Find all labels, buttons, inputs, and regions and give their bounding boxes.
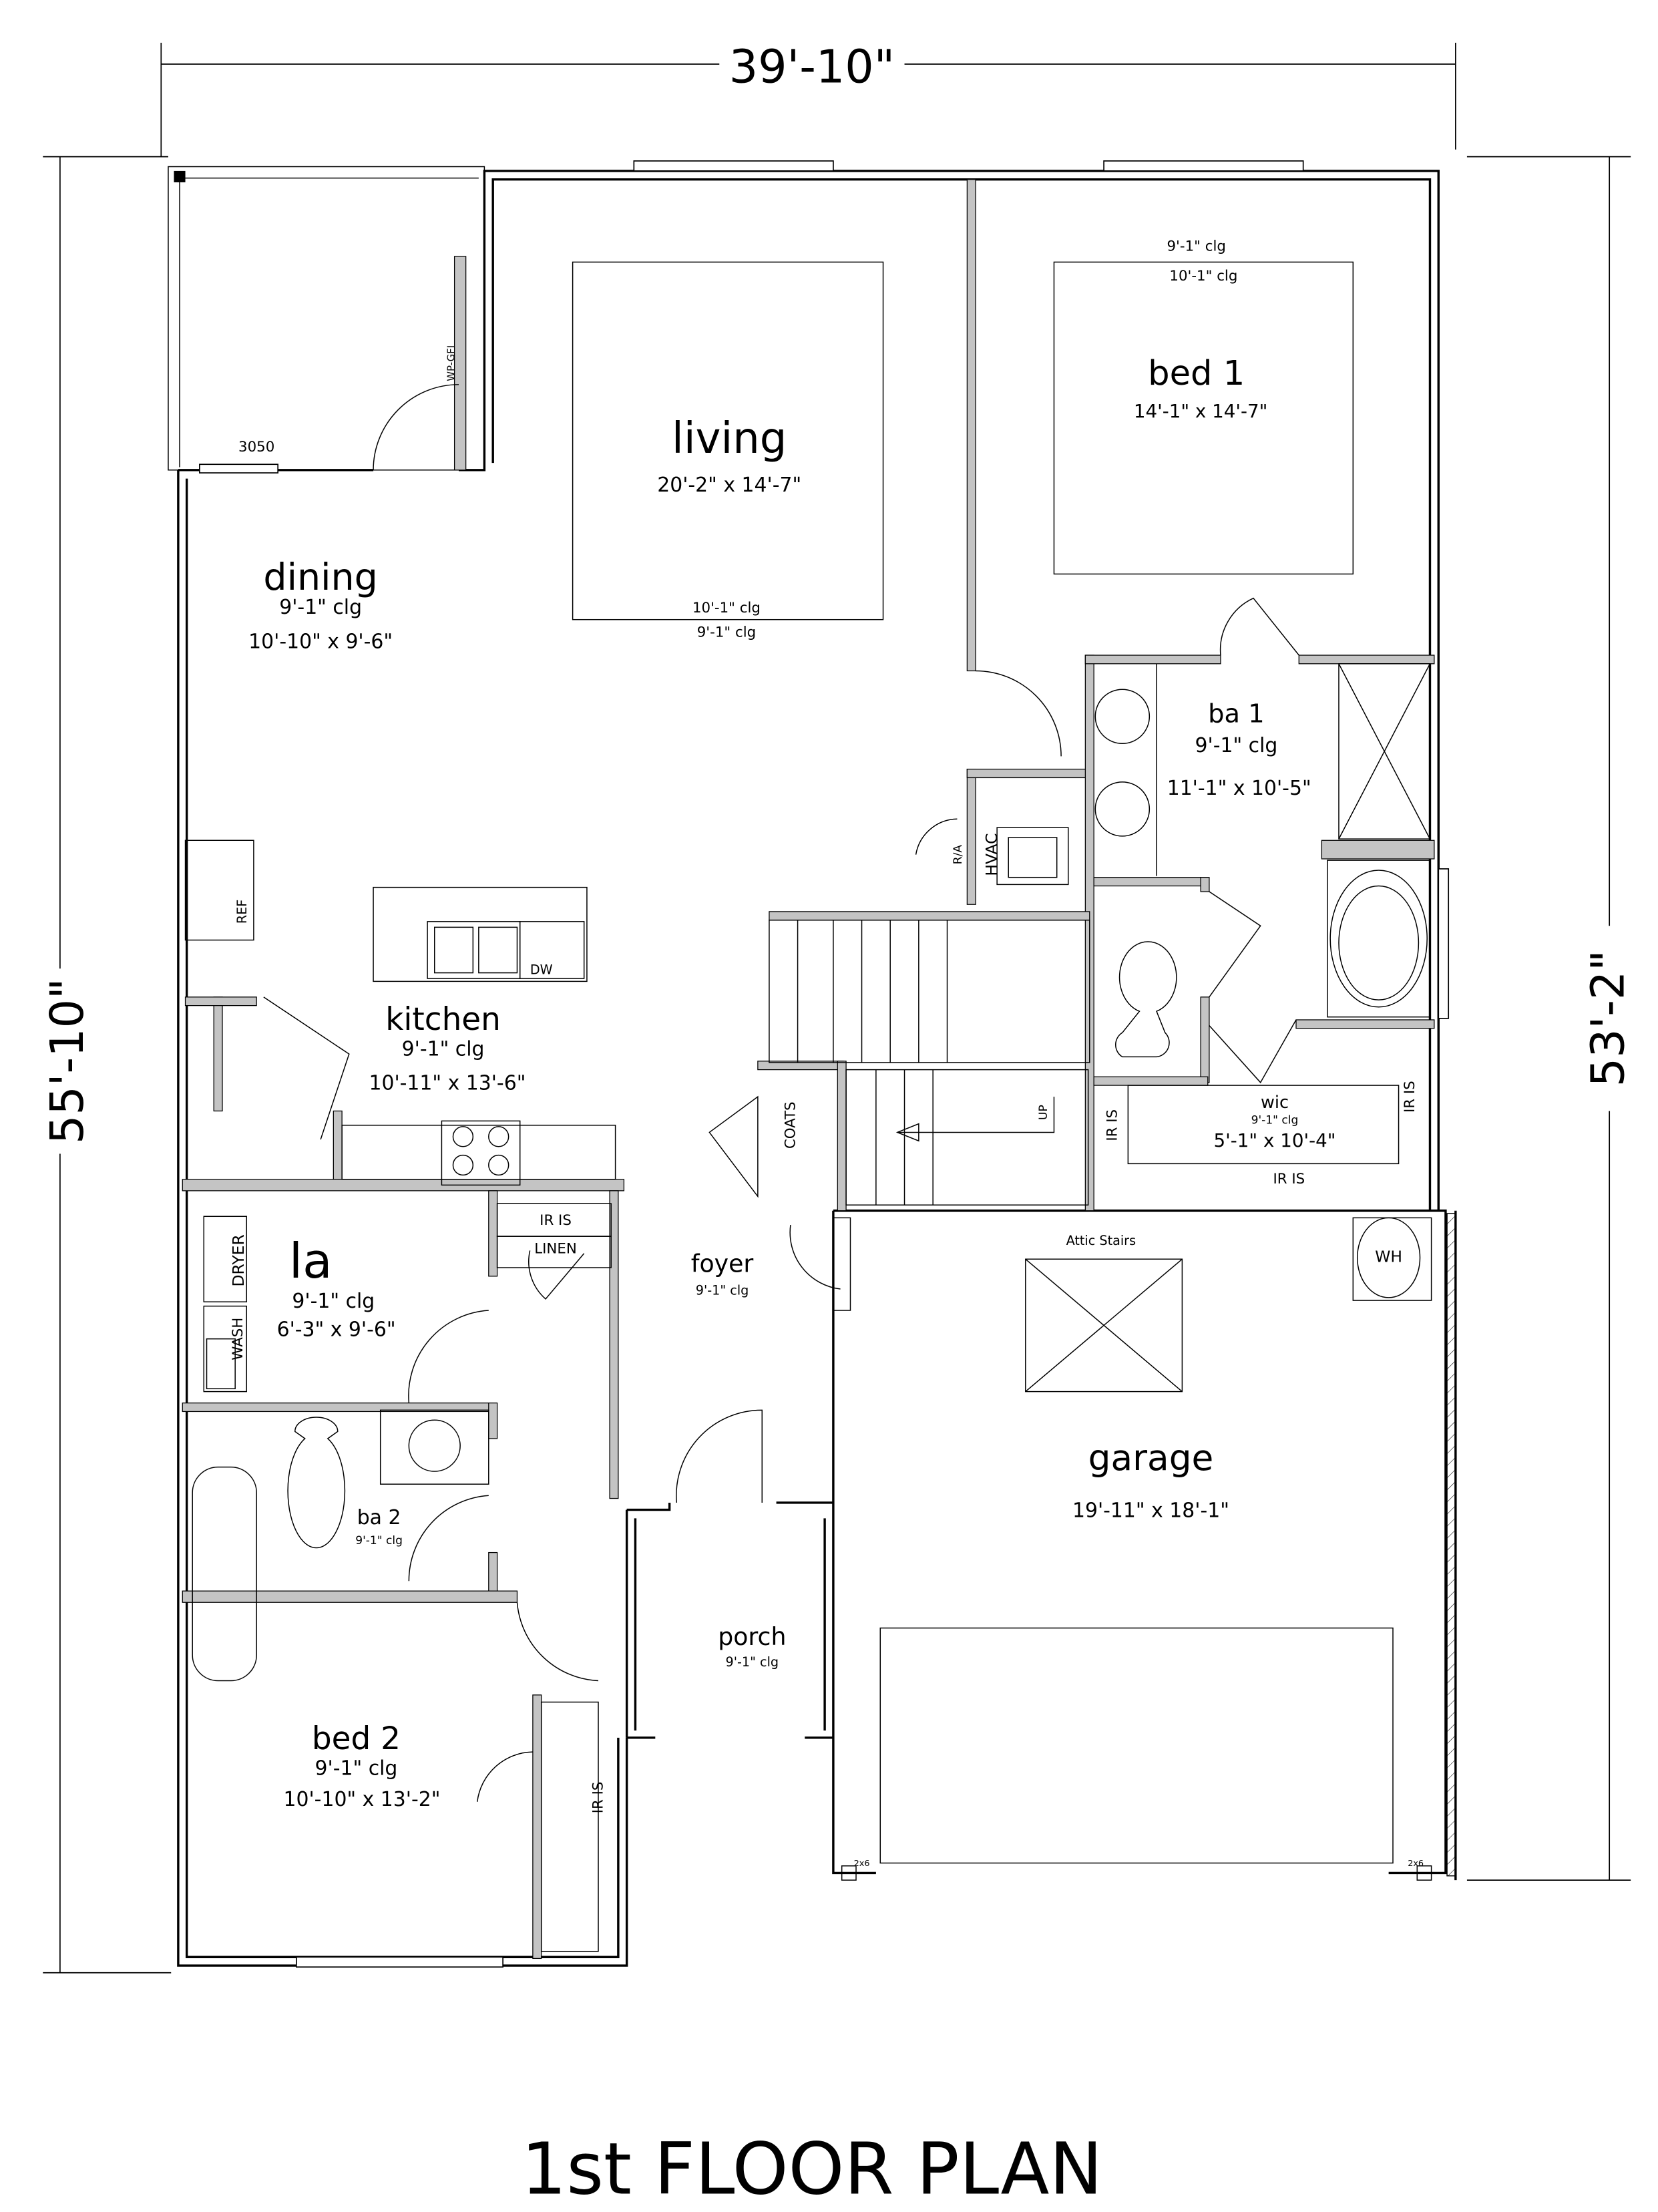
interior-walls <box>182 179 1435 1960</box>
outlet-label: WP-GFI <box>445 345 457 381</box>
overall-width-label: 39'-10" <box>729 41 895 94</box>
room-ceiling: 9'-1" clg <box>697 624 756 640</box>
dimension-left: 55'-10" <box>41 156 172 1974</box>
room-name: ba 1 <box>1208 699 1265 729</box>
room-name: foyer <box>691 1249 754 1278</box>
living-tray-ceiling <box>572 261 884 620</box>
laundry-bath2-fixtures <box>192 1203 612 1952</box>
garage-fixtures <box>833 1217 1432 1864</box>
overall-depth-right-label: 53'-2" <box>1583 950 1635 1087</box>
room-living: living 20'-2" x 14'-7" 10'-1" clg 9'-1" … <box>657 414 801 640</box>
hvac-label: HVAC <box>982 834 1001 876</box>
room-size: 11'-1" x 10'-5" <box>1167 777 1311 800</box>
room-name: wic <box>1261 1093 1289 1113</box>
room-garage: garage 19'-11" x 18'-1" <box>1072 1437 1229 1522</box>
dimension-right: 53'-2" <box>1466 156 1635 1881</box>
bed1-tray-ceiling <box>1053 261 1354 575</box>
room-laundry: la 9'-1" clg 6'-3" x 9'-6" <box>277 1234 396 1341</box>
attic-stairs-label: Attic Stairs <box>1066 1233 1136 1248</box>
room-ceiling-tray: 10'-1" clg <box>1169 268 1237 285</box>
room-ceiling: 9'-1" clg <box>1167 238 1226 254</box>
room-name: bed 2 <box>312 1720 401 1757</box>
room-name: dining <box>263 556 377 599</box>
overall-depth-left-label: 55'-10" <box>41 978 94 1144</box>
annotations: 3050 WP-GFI HVAC R/A IR IS IR IS IR IS R… <box>229 345 1424 1869</box>
room-foyer: foyer 9'-1" clg <box>691 1249 754 1298</box>
room-size: 5'-1" x 10'-4" <box>1214 1129 1336 1151</box>
room-ceiling: 9'-1" clg <box>315 1757 398 1780</box>
bath1-fixtures <box>996 663 1431 1165</box>
post-label: 2x6 <box>854 1859 870 1869</box>
room-ceiling: 9'-1" clg <box>696 1283 749 1298</box>
room-size: 19'-11" x 18'-1" <box>1072 1499 1229 1522</box>
dishwasher-label: DW <box>530 962 553 978</box>
room-ceiling: 9'-1" clg <box>402 1037 485 1061</box>
plan-title: 1st FLOOR PLAN <box>522 2128 1103 2211</box>
exterior-walls <box>177 160 1457 1968</box>
up-label: UP <box>1037 1105 1050 1120</box>
dryer-label: DRYER <box>229 1234 248 1286</box>
linen-label: LINEN <box>534 1241 577 1258</box>
room-ceiling: 9'-1" clg <box>279 596 362 619</box>
room-name: ba 2 <box>357 1506 401 1529</box>
room-bed1: 9'-1" clg 10'-1" clg bed 1 14'-1" x 14'-… <box>1134 238 1268 422</box>
room-ba2: ba 2 9'-1" clg <box>355 1506 403 1547</box>
shelf-label: IR IS <box>540 1212 572 1229</box>
doors <box>263 384 1299 1802</box>
room-name: kitchen <box>385 1001 501 1038</box>
coats-closet-label: COATS <box>782 1101 799 1149</box>
water-heater-label: WH <box>1375 1248 1402 1266</box>
post-label: 2x6 <box>1408 1859 1424 1869</box>
room-name: living <box>672 414 787 464</box>
shelf-label: IR IS <box>590 1782 606 1814</box>
room-size: 10'-11" x 13'-6" <box>369 1071 526 1095</box>
room-bed2: bed 2 9'-1" clg 10'-10" x 13'-2" <box>284 1720 441 1811</box>
room-name: la <box>289 1234 333 1290</box>
room-name: bed 1 <box>1148 353 1245 393</box>
refrigerator-label: REF <box>234 900 250 924</box>
room-ceiling-tray: 10'-1" clg <box>692 600 761 616</box>
washer-label: WASH <box>230 1318 246 1360</box>
shelf-label: IR IS <box>1104 1109 1120 1141</box>
room-wic: wic 9'-1" clg 5'-1" x 10'-4" <box>1214 1093 1336 1151</box>
patio <box>168 166 485 471</box>
room-porch: porch 9'-1" clg <box>718 1622 786 1670</box>
window-label: 3050 <box>238 439 274 455</box>
shelf-label: IR IS <box>1273 1171 1305 1187</box>
room-ceiling: 9'-1" clg <box>1195 734 1278 757</box>
room-ceiling: 9'-1" clg <box>1251 1114 1299 1127</box>
room-ceiling: 9'-1" clg <box>355 1534 403 1547</box>
room-name: garage <box>1088 1437 1214 1479</box>
room-ceiling: 9'-1" clg <box>726 1654 779 1670</box>
room-size: 14'-1" x 14'-7" <box>1134 400 1268 422</box>
return-air-label: R/A <box>952 845 965 865</box>
room-ba1: ba 1 9'-1" clg 11'-1" x 10'-5" <box>1167 699 1311 800</box>
dimension-top: 39'-10" <box>160 41 1456 157</box>
stairs <box>769 919 1090 1206</box>
shelf-label: IR IS <box>1402 1081 1418 1113</box>
room-dining: dining 9'-1" clg 10'-10" x 9'-6" <box>248 556 393 653</box>
room-size: 10'-10" x 9'-6" <box>248 630 393 653</box>
room-size: 6'-3" x 9'-6" <box>277 1318 396 1341</box>
room-size: 20'-2" x 14'-7" <box>657 474 801 497</box>
room-size: 10'-10" x 13'-2" <box>284 1788 441 1811</box>
room-name: porch <box>718 1622 786 1651</box>
room-kitchen: kitchen 9'-1" clg 10'-11" x 13'-6" <box>369 1001 526 1095</box>
kitchen-fixtures <box>184 840 616 1186</box>
room-ceiling: 9'-1" clg <box>292 1290 375 1313</box>
